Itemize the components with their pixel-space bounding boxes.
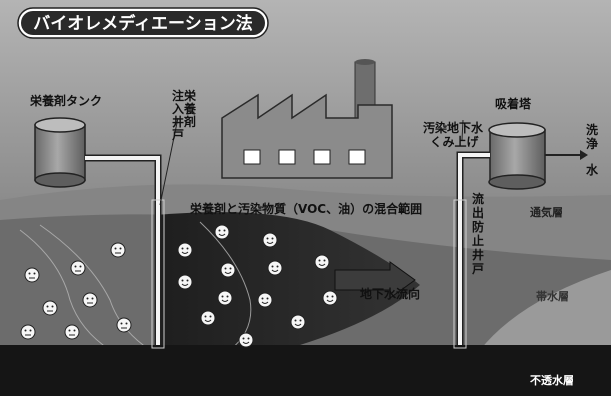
outflow-well-label-4: 止 (472, 233, 484, 248)
smiling-face-icon (257, 292, 273, 308)
pump-up-label: 汚染地下水 くみ上げ (423, 120, 484, 149)
neutral-face-icon (64, 324, 80, 340)
factory-window-2 (278, 149, 296, 165)
washed-water-label-1: 洗 (586, 122, 598, 137)
smiling-face-icon (267, 260, 283, 276)
outflow-well-label: 流 出 防 止 井 戸 (472, 191, 484, 276)
smiling-face-icon (177, 242, 193, 258)
page-title: バイオレメディエーション法 (33, 13, 252, 34)
aquifer-label: 帯水層 (536, 289, 569, 303)
injection-well-label: 注栄 入養 井剤 戸 (172, 88, 197, 142)
smiling-face-icon (177, 274, 193, 290)
pump-label-leader (461, 119, 464, 141)
smiling-face-icon (322, 290, 338, 306)
impermeable-layer (0, 345, 611, 396)
tower-bottom (488, 174, 546, 190)
title-pill (21, 11, 265, 35)
outflow-well-label-5: 井 (472, 247, 484, 262)
factory-window-3 (313, 149, 331, 165)
nutrient-tank-label: 栄養剤タンク (29, 93, 102, 108)
injection-well-casing (151, 199, 165, 349)
pump-pipe (458, 153, 490, 345)
pump-up-label-line-1: 汚染地下水 (423, 120, 484, 135)
right-mound (480, 270, 611, 350)
injection-label-leader (159, 117, 179, 206)
flowline-1 (19, 229, 111, 351)
washed-water-arrowhead (580, 150, 588, 160)
injection-well-label-line-4: 戸 (172, 128, 184, 142)
adsorption-tower-label: 吸着塔 (495, 96, 532, 111)
tower-body (489, 129, 546, 183)
pump-up-label-line-2: くみ上げ (430, 134, 479, 149)
injection-well-label-line-3: 井剤 (172, 114, 196, 129)
smiling-face-icon (314, 254, 330, 270)
chimney-top (355, 59, 375, 65)
happy-microbes (177, 224, 338, 348)
outflow-well-casing (453, 199, 467, 349)
injection-pipe (85, 156, 160, 345)
factory (221, 59, 393, 179)
groundwater-flow-label: 地下水流向 (360, 286, 420, 301)
injection-well-label-line-2: 入養 (172, 101, 196, 116)
neutral-face-icon (42, 300, 58, 316)
groundwater-flow-arrow (334, 261, 416, 299)
tower-top (488, 122, 546, 138)
neutral-microbes (20, 242, 132, 340)
outflow-well-label-2: 出 (472, 205, 484, 220)
tank-body (34, 124, 86, 181)
factory-building (221, 93, 393, 179)
tank-top (34, 117, 86, 133)
washed-water-label-3: 水 (586, 162, 599, 177)
flowline-2 (39, 224, 151, 351)
adsorption-tower (488, 122, 546, 190)
outflow-well-label-1: 流 (472, 191, 484, 206)
factory-window-1 (243, 149, 261, 165)
neutral-face-icon (20, 324, 36, 340)
nutrient-tank (34, 117, 86, 188)
washed-water-label: 洗 浄 水 (586, 122, 599, 177)
neutral-face-icon (82, 292, 98, 308)
smiling-face-icon (217, 290, 233, 306)
neutral-face-icon (24, 267, 40, 283)
contamination-plume (155, 212, 420, 351)
vadose-zone-label: 通気層 (530, 205, 563, 219)
smiling-face-icon (214, 224, 230, 240)
neutral-face-icon (110, 242, 126, 258)
mixing-zone-label: 栄養剤と汚染物質（VOC、油）の混合範囲 (189, 201, 422, 216)
neutral-face-icon (116, 317, 132, 333)
smiling-face-icon (220, 262, 236, 278)
washed-water-label-2: 浄 (586, 136, 598, 151)
impermeable-layer-label: 不透水層 (530, 373, 574, 387)
smiling-face-icon (200, 310, 216, 326)
smiling-face-icon (238, 332, 254, 348)
neutral-face-icon (70, 260, 86, 276)
outflow-well-label-6: 戸 (472, 262, 484, 276)
smiling-face-icon (262, 232, 278, 248)
injection-well-label-line-1: 注栄 (172, 88, 197, 103)
tank-bottom (34, 172, 86, 188)
smiling-face-icon (290, 314, 306, 330)
factory-window-4 (348, 149, 366, 165)
outflow-well-label-3: 防 (472, 219, 484, 234)
